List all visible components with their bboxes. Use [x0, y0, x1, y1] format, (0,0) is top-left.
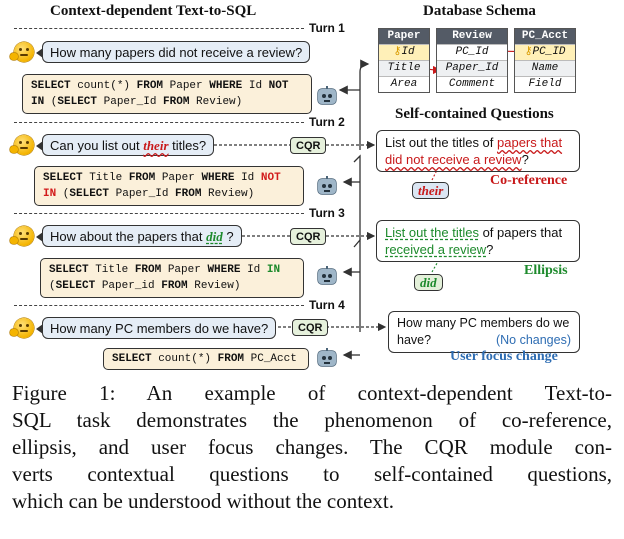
turn-label-2: Turn 2	[309, 115, 345, 129]
question-turn-4: How many PC members do we have?	[36, 317, 277, 339]
robot-icon	[316, 348, 338, 368]
sql-turn-2: SELECT Title FROM Paper WHERE Id NOT IN …	[34, 166, 304, 206]
resolved-ellipsis: List out the titles	[385, 225, 479, 240]
caption-line: verts contextual questions to self-conta…	[12, 462, 612, 486]
robot-icon	[316, 176, 338, 196]
turn-separator	[14, 213, 304, 214]
turn-separator	[14, 305, 304, 306]
table-cell: ⚷PC_ID	[515, 44, 575, 60]
label-ellipsis: Ellipsis	[524, 263, 568, 278]
question-text: How many papers did not receive a review…	[50, 45, 303, 60]
figure-caption: Figure 1: An example of context-dependen…	[12, 380, 612, 515]
turn-label-4: Turn 4	[309, 298, 345, 312]
question-turn-1: How many papers did not receive a review…	[36, 41, 311, 63]
turn-separator	[14, 28, 304, 29]
tag-did: did	[414, 274, 443, 291]
question-turn-2: Can you list out their titles?	[36, 134, 215, 156]
turn-label-1: Turn 1	[309, 21, 345, 35]
schema-table-review: Review PC_Id Paper_Id Comment	[436, 28, 508, 93]
schema-title: Database Schema	[423, 3, 536, 19]
thinking-face-icon	[10, 42, 34, 62]
question-turn-3: How about the papers that did ?	[36, 225, 242, 247]
table-cell: ⚷Id	[379, 44, 429, 60]
label-user-focus-change: User focus change	[450, 349, 558, 364]
schema-table-pc-acct: PC_Acct ⚷PC_ID Name Field	[514, 28, 576, 93]
resolved-coreference: papers that did not receive a review	[385, 135, 563, 167]
robot-icon	[316, 266, 338, 286]
selfcontained-question-3: How many PC members do we have? (No chan…	[388, 311, 580, 353]
table-header: PC_Acct	[515, 29, 575, 44]
label-coreference: Co-reference	[490, 173, 568, 188]
caption-line: Figure 1: An example of context-dependen…	[12, 381, 612, 405]
table-header: Review	[437, 29, 507, 44]
cqr-module-turn-3: CQR	[290, 228, 327, 245]
caption-line: ellipsis, and user focus changes. The CQ…	[12, 435, 612, 459]
no-changes-note: (No changes)	[495, 333, 571, 347]
table-cell: Name	[515, 60, 575, 76]
question-text: How many PC members do we have?	[50, 321, 269, 336]
thinking-face-icon	[10, 226, 34, 246]
table-header: Paper	[379, 29, 429, 44]
caption-line: SQL task demonstrates the phenomenon of …	[12, 408, 612, 432]
sql-turn-1: SELECT count(*) FROM Paper WHERE Id NOT …	[22, 74, 312, 114]
thinking-face-icon	[10, 318, 34, 338]
resolved-ellipsis-2: received a review	[385, 242, 487, 257]
table-cell: Paper_Id	[437, 60, 507, 76]
turn-separator	[14, 122, 304, 123]
turn-label-3: Turn 3	[309, 206, 345, 220]
sql-turn-3: SELECT Title FROM Paper WHERE Id IN (SEL…	[40, 258, 304, 298]
table-cell: Comment	[437, 76, 507, 92]
cqr-module-turn-2: CQR	[290, 137, 327, 154]
selfcontained-question-1: List out the titles of papers that did n…	[376, 130, 580, 172]
robot-icon	[316, 86, 338, 106]
caption-line: which can be understood without the cont…	[12, 489, 394, 513]
thinking-face-icon	[10, 135, 34, 155]
left-panel-title: Context-dependent Text-to-SQL	[50, 3, 257, 19]
sql-turn-4: SELECT count(*) FROM PC_Acct	[103, 348, 309, 370]
selfcontained-question-2: List out the titles of papers that recei…	[376, 220, 580, 262]
table-cell: PC_Id	[437, 44, 507, 60]
cqr-module-turn-4: CQR	[292, 319, 329, 336]
selfcontained-title: Self-contained Questions	[395, 106, 554, 122]
tag-their: their	[412, 182, 450, 199]
figure-1: Context-dependent Text-to-SQL Database S…	[10, 3, 580, 370]
coreference-word: their	[143, 138, 169, 153]
ellipsis-word: did	[206, 229, 223, 244]
table-cell: Title	[379, 60, 429, 76]
table-cell: Area	[379, 76, 429, 92]
schema-table-paper: Paper ⚷Id Title Area	[378, 28, 430, 93]
table-cell: Field	[515, 76, 575, 92]
